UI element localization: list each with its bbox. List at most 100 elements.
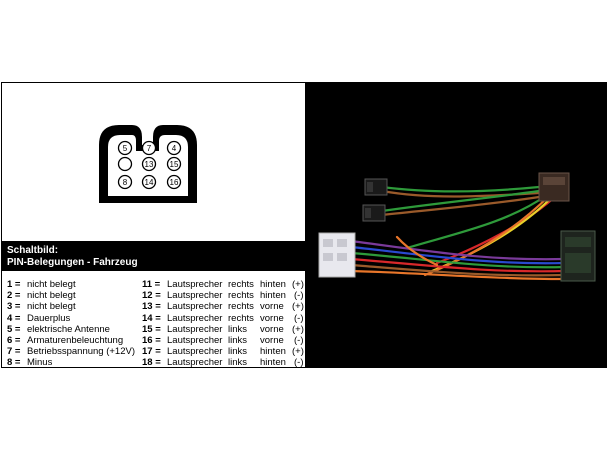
pin-7 [141,140,157,156]
pin-description: nicht belegt [27,301,76,313]
pin-polarity: (-) [294,312,304,324]
pin-side: rechts [228,301,254,313]
pin-description: Lautsprecher [167,312,223,324]
pin-assignment-table: 1 = nicht belegt 11 = Lautsprecher recht… [7,279,304,369]
pin-position: vorne [260,301,284,313]
pin-polarity: (+) [292,346,304,358]
pin-row: 2 = nicht belegt 12 = Lautsprecher recht… [7,290,304,302]
pin-label: 7 [147,144,152,153]
pin-position: vorne [260,312,284,324]
pin-side: rechts [228,279,254,290]
wire [423,193,552,277]
pin-5 [117,140,133,156]
pin-side: rechts [228,312,254,324]
schematic-banner: Schaltbild: PIN-Belegungen - Fahrzeug [2,241,305,271]
pin-number: 17 = [142,346,161,358]
pin-16 [166,174,182,190]
pin-number: 12 = [142,290,161,302]
pin-description: Lautsprecher [167,346,223,358]
pin-number: 18 = [142,357,161,369]
pin-description: Lautsprecher [167,323,223,335]
pin-number: 4 = [7,312,21,324]
pin-side: links [228,357,248,369]
pin-label: 4 [172,144,177,153]
pin-description: Lautsprecher [167,334,223,346]
pin-row: 1 = nicht belegt 11 = Lautsprecher recht… [7,279,304,290]
pin-4 [166,140,182,156]
pin-description: Dauerplus [27,312,71,324]
pin-number: 1 = [7,279,21,290]
pin-15 [166,156,182,172]
pin-side: links [228,323,248,335]
pin-number: 2 = [7,290,21,302]
wire [380,195,541,217]
pin-label: 13 [145,160,154,169]
pin-polarity: (-) [294,334,304,346]
pin-number: 13 = [142,301,161,313]
pin-side: links [228,334,248,346]
pin-description: nicht belegt [27,279,76,290]
pin-row: 7 = Betriebsspannung (+12V) 17 = Lautspr… [7,346,304,358]
wire [380,185,541,193]
pin-row: 3 = nicht belegt 13 = Lautsprecher recht… [7,301,304,313]
wire [349,251,567,269]
iso-connector-diagram: 5 7 4 13 15 8 14 16 [99,125,197,203]
pin-label: 8 [123,178,128,187]
pin-grid [117,140,182,190]
pin-13 [141,156,157,172]
pin-description: Lautsprecher [167,290,223,302]
pin-description: Betriebsspannung (+12V) [27,346,136,358]
pin-number: 16 = [142,334,161,346]
pin-row: 4 = Dauerplus 14 = Lautsprecher rechts v… [7,312,304,324]
pin-side: rechts [228,290,254,302]
banner-subtitle: PIN-Belegungen - Fahrzeug [7,257,138,268]
pin-row: 8 = Minus 18 = Lautsprecher links hinten… [7,357,304,369]
pin-description: elektrische Antenne [27,323,110,335]
pin-polarity: (+) [292,279,304,290]
pin-number: 6 = [7,334,21,346]
pin-description: Lautsprecher [167,279,223,290]
panel-divider [305,83,307,367]
wire [380,189,541,213]
pin-description: nicht belegt [27,290,76,302]
pin-number: 15 = [142,323,161,335]
pin-number: 5 = [7,323,21,335]
pin-number: 14 = [142,312,161,324]
pin-polarity: (+) [292,323,304,335]
pin-position: vorne [260,323,284,335]
pin-position: hinten [260,357,286,369]
wire [395,235,439,267]
pin-row: 5 = elektrische Antenne 15 = Lautspreche… [7,323,304,335]
pin-polarity: (-) [294,290,304,302]
pin-polarity: (-) [294,357,304,369]
pin-empty [117,156,133,172]
wire [405,193,549,250]
wire [349,269,567,281]
pin-label: 15 [170,160,179,169]
pin-label: 16 [170,178,179,187]
pin-position: hinten [260,346,286,358]
pin-14 [141,174,157,190]
pin-description: Lautsprecher [167,357,223,369]
pin-number: 3 = [7,301,21,313]
pin-description: Lautsprecher [167,301,223,313]
pin-description: Minus [27,357,53,369]
pin-side: links [228,346,248,358]
pin-row: 6 = Armaturenbeleuchtung 16 = Lautsprech… [7,334,304,346]
pin-label: 14 [145,178,154,187]
banner-title: Schaltbild: [7,245,59,256]
harness-photo [307,83,606,367]
wiring-harness-image [307,83,606,367]
pin-number: 7 = [7,346,21,358]
pin-polarity: (+) [292,301,304,313]
wire [349,257,567,273]
pin-label: 5 [123,144,128,153]
pin-position: vorne [260,334,284,346]
pin-position: hinten [260,279,286,290]
wire [349,245,567,265]
pin-number: 11 = [142,279,161,290]
pin-description: Armaturenbeleuchtung [27,334,124,346]
wire [349,239,567,261]
diagram-frame: 5 7 4 13 15 8 14 16 Schaltbild: PIN-Bele… [1,82,607,368]
pinout-panel: 5 7 4 13 15 8 14 16 Schaltbild: PIN-Bele… [2,83,305,369]
